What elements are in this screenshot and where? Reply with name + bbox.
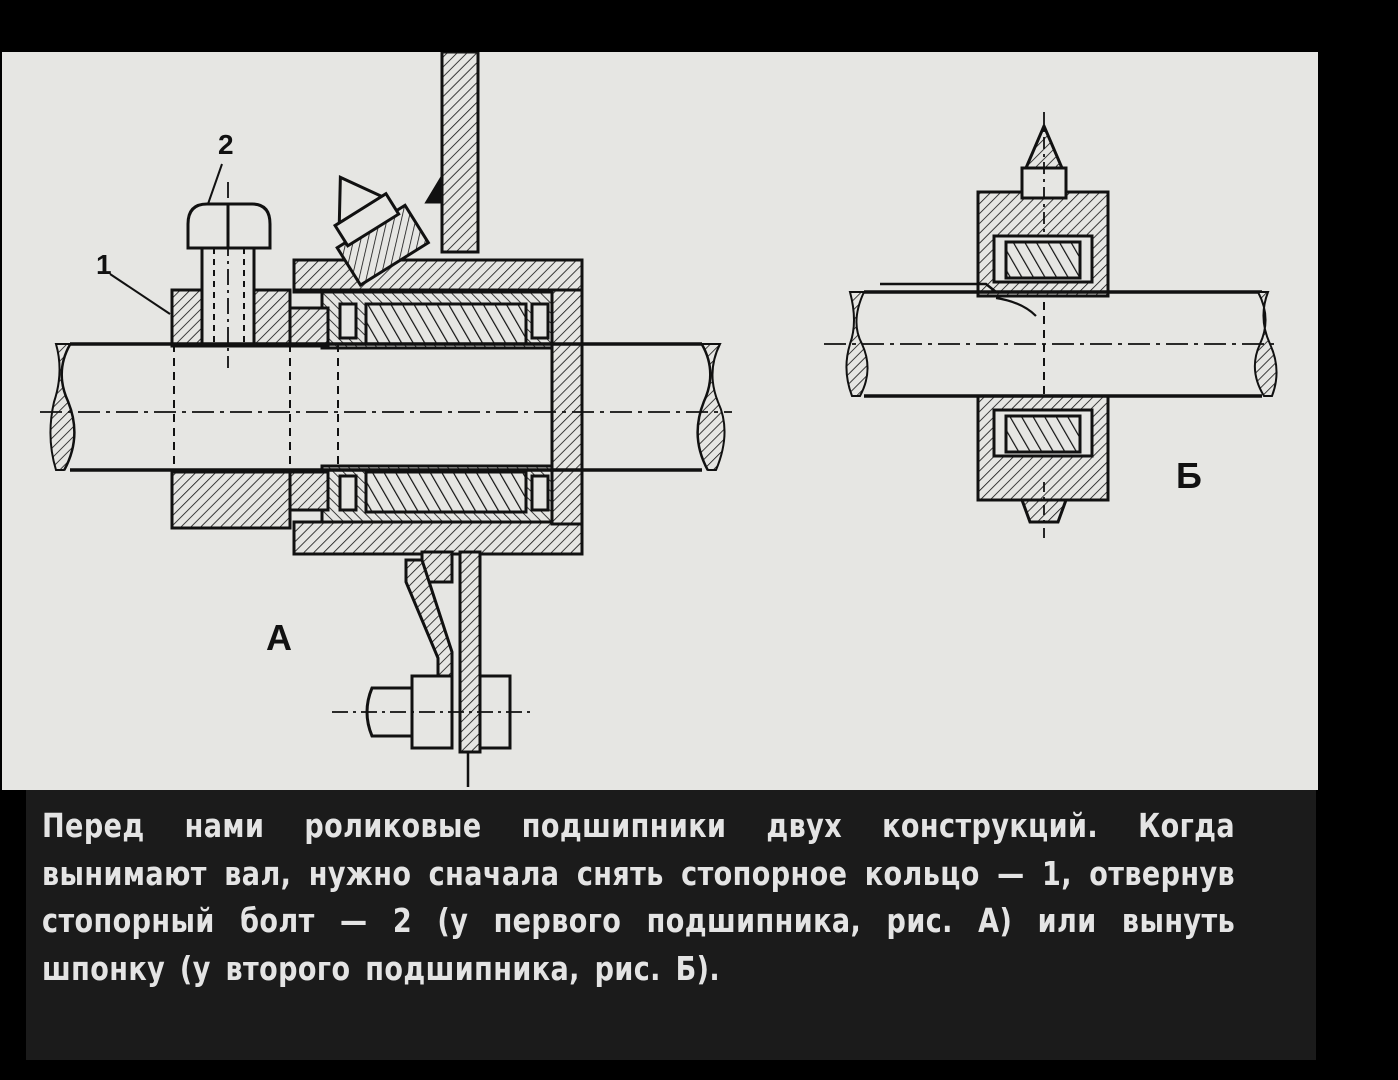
bearing-drawing: 1 2 А Б <box>40 52 1280 787</box>
label-bolt-number: 2 <box>218 129 234 160</box>
label-figure-a: А <box>266 617 292 658</box>
label-ring-number: 1 <box>96 249 112 280</box>
figure-panel: 1 2 А Б <box>2 52 1318 790</box>
figure-b <box>824 112 1280 542</box>
caption-text: Перед нами роликовые подшипники двух кон… <box>42 806 1236 988</box>
label-figure-b: Б <box>1176 455 1202 496</box>
caption-panel: Перед нами роликовые подшипники двух кон… <box>26 790 1316 1060</box>
figure-a <box>40 52 732 787</box>
